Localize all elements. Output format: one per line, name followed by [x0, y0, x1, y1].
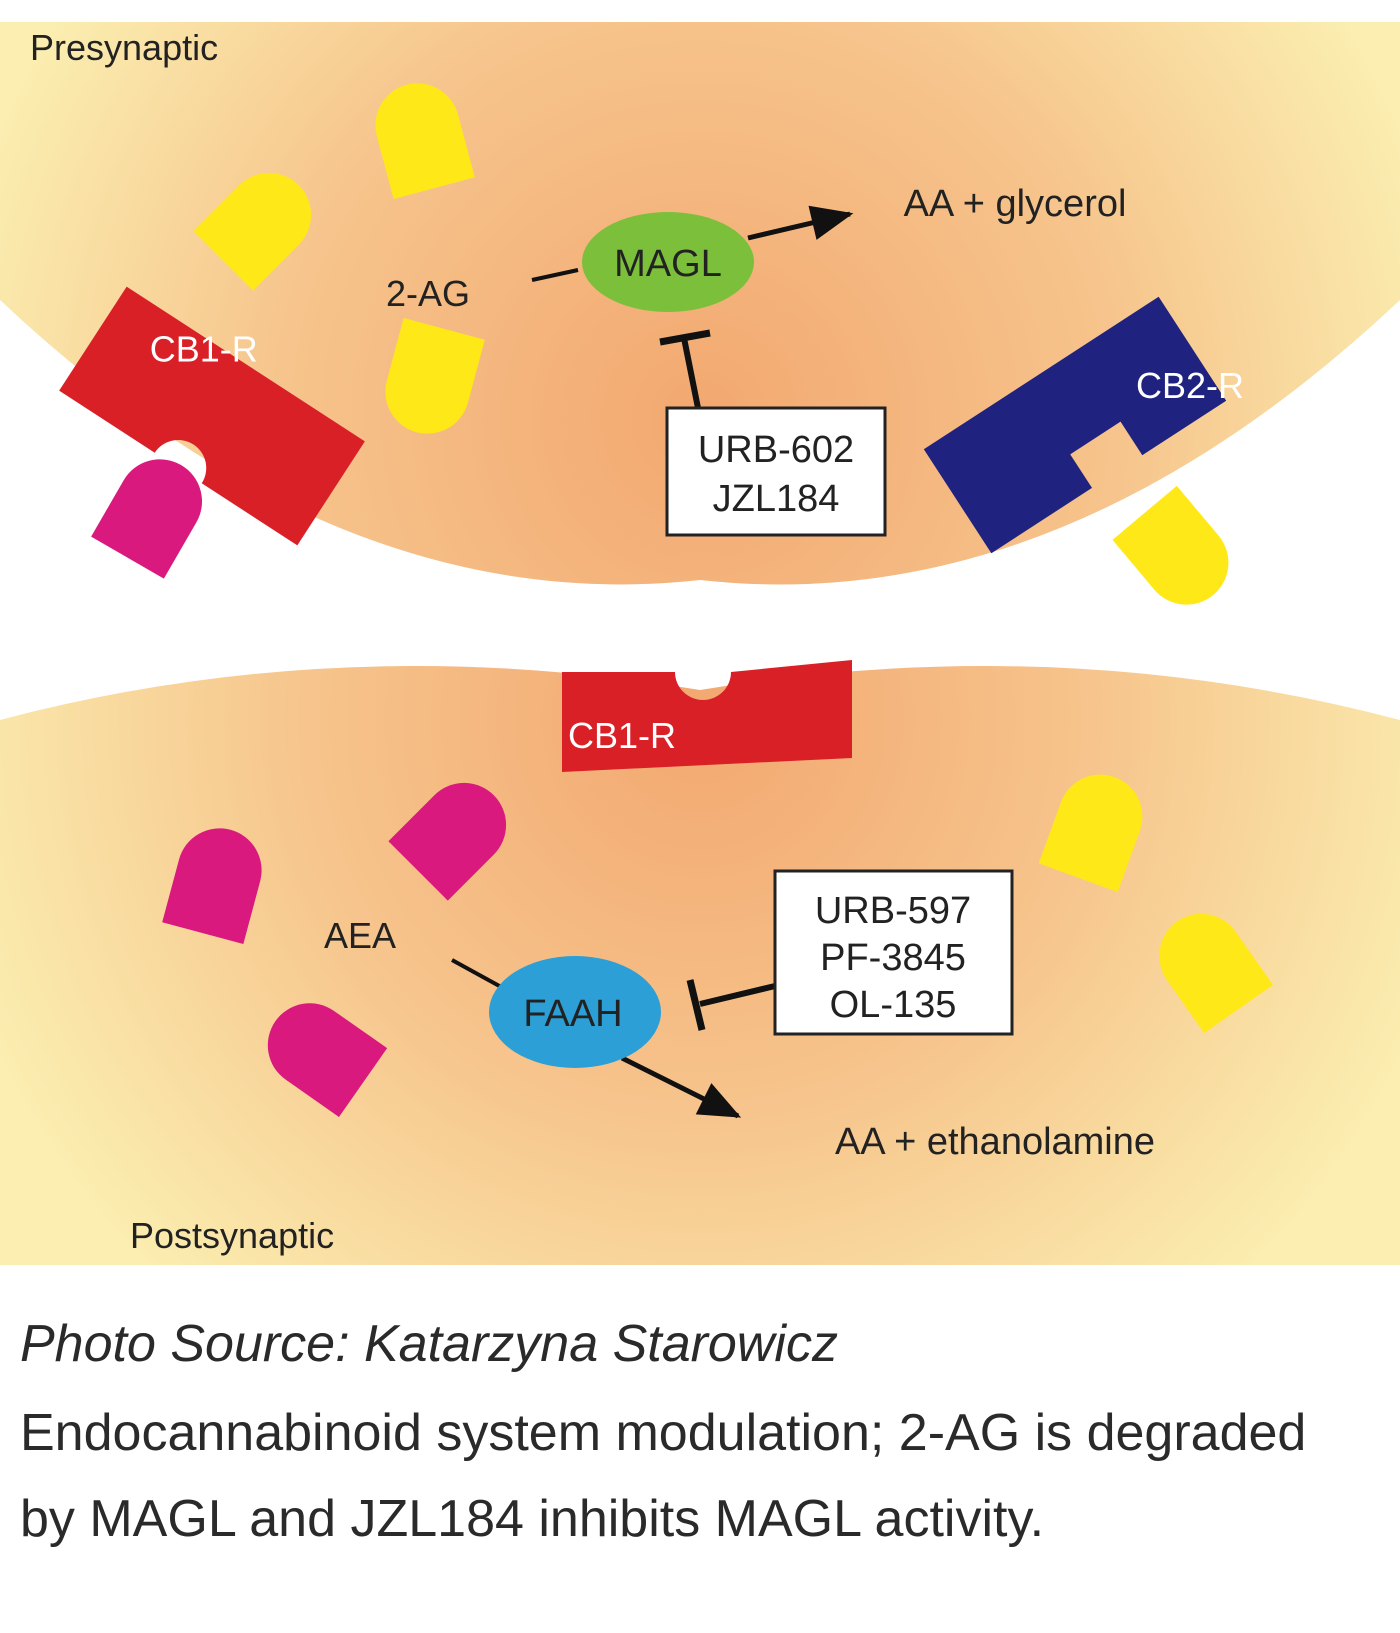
aea-ligand [91, 459, 202, 579]
caption-description: Endocannabinoid system modulation; 2-AG … [20, 1404, 1307, 1548]
faah-inhibitor-1: URB-597 [815, 890, 971, 932]
faah-enzyme: FAAH [489, 956, 661, 1068]
post-products-label: AA + ethanolamine [835, 1121, 1155, 1163]
magl-label: MAGL [614, 243, 722, 285]
two-ag-label: 2-AG [386, 273, 470, 314]
presynaptic-label: Presynaptic [30, 27, 218, 68]
magl-inhibitor-box: URB-602 JZL184 [665, 406, 887, 537]
two-ag-ligand [1112, 485, 1229, 605]
aea-ligand [388, 782, 507, 901]
cb1-receptor-presynaptic: CB1-R [59, 286, 365, 546]
magl-inhibition-stem [681, 337, 701, 409]
faah-inhibitor-2: PF-3845 [820, 937, 966, 979]
postsynaptic-neuron [0, 666, 1400, 1265]
faah-label: FAAH [523, 993, 622, 1035]
magl-to-products-arrow [747, 205, 854, 241]
two-ag-to-magl-line [531, 268, 579, 282]
endocannabinoid-diagram: CB1-R CB2-R 2-AG AA + glycerol MAGL URB-… [0, 22, 1400, 1265]
cb1-receptor-label: CB1-R [150, 328, 258, 369]
faah-to-products-arrow [620, 1055, 742, 1119]
cb1-post-label: CB1-R [568, 715, 676, 756]
faah-inhibitor-3: OL-135 [830, 984, 957, 1026]
postsynaptic-label: Postsynaptic [130, 1215, 334, 1256]
aea-ligand [267, 1003, 388, 1117]
cb1-receptor-postsynaptic: CB1-R [562, 660, 852, 772]
faah-inhibition-bar [686, 979, 706, 1031]
two-ag-ligand [1159, 913, 1273, 1034]
magl-enzyme: MAGL [582, 212, 754, 312]
magl-inhibitor-1: URB-602 [698, 429, 854, 471]
cb2-receptor-presynaptic [923, 296, 1227, 554]
aea-label: AEA [324, 915, 396, 956]
two-ag-ligand [193, 172, 312, 291]
faah-inhibition-stem [699, 983, 776, 1007]
two-ag-ligand [375, 83, 475, 199]
figure-caption: Photo Source: Katarzyna Starowicz Endoca… [20, 1312, 1360, 1562]
magl-inhibitor-2: JZL184 [713, 478, 840, 520]
photo-source: Photo Source: Katarzyna Starowicz [20, 1315, 838, 1373]
magl-inhibition-bar [659, 329, 711, 346]
aea-ligand [162, 828, 262, 944]
faah-inhibitor-box: URB-597 PF-3845 OL-135 [773, 869, 1014, 1036]
cb2-receptor-label: CB2-R [1136, 365, 1244, 406]
two-ag-ligand [385, 318, 485, 434]
pre-products-label: AA + glycerol [904, 183, 1127, 225]
two-ag-ligand [1038, 774, 1143, 893]
aea-to-faah-line [451, 958, 504, 990]
